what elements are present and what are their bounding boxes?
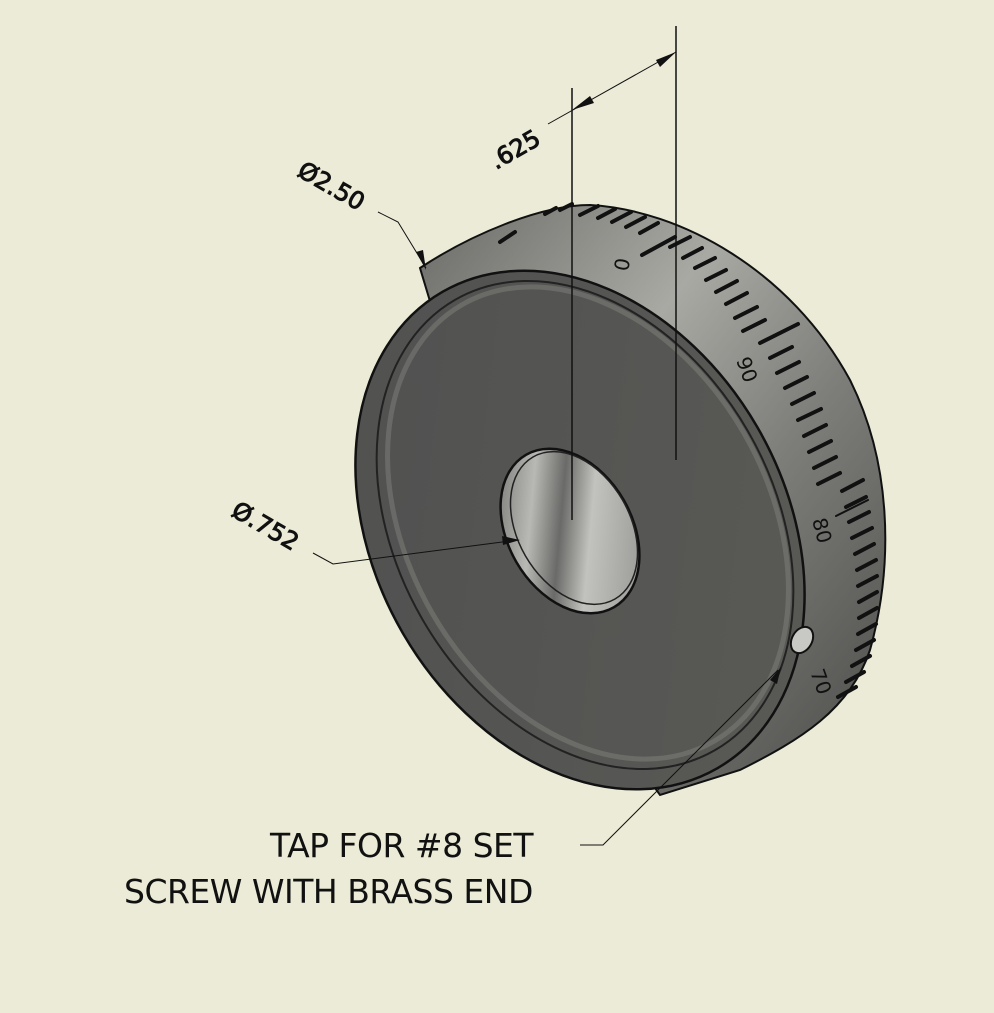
scale-label-0: 0 [609,256,635,273]
note-line-1: TAP FOR #8 SET [270,826,534,865]
thickness-value: .625 [485,124,545,175]
bore-diameter-value: Ø.752 [227,496,304,556]
set-screw-hole [789,625,815,655]
dial-scale-ticks [498,202,879,699]
set-screw-leader [580,667,781,846]
bore-hole [499,447,641,615]
note-line-2: SCREW WITH BRASS END [124,872,533,911]
outer-diameter-dimension: Ø2.50 [293,155,427,270]
outer-diameter-value: Ø2.50 [293,156,370,216]
